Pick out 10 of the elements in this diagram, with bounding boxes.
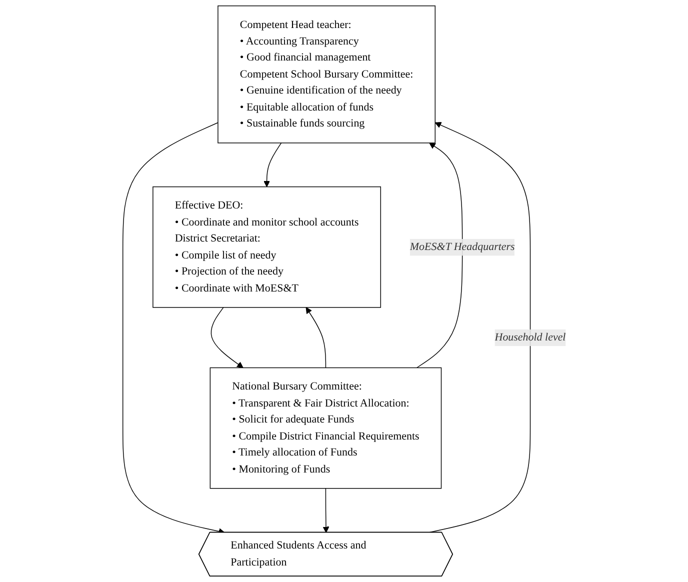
arrow [322, 488, 329, 533]
arrow [210, 307, 244, 368]
edge-label: Household level [494, 332, 566, 344]
arrow [263, 142, 282, 188]
node-box: Effective DEO: • Coordinate and monitor school accounts District Secretariat: • Compile list of needy • Projection of the needy • Coordinate with MoES&T [152, 186, 381, 308]
node-box: National Bursary Committee: • Transparent & Fair District Allocation: • Solicit for adequate Funds • Compile District Financial Requirements • Timely allocation of Funds • Monitoring of Funds [210, 367, 442, 489]
arrow [416, 142, 462, 368]
arrow [305, 307, 326, 368]
node-box: Competent Head teacher: • Accounting Transparency • Good financial management Competent School Bursary Committee: • Genuine identification of the needy • Equitable allocation of funds • Sustainable funds sourcing [217, 6, 436, 144]
edge-label: MoES&T Headquarters [410, 241, 514, 253]
